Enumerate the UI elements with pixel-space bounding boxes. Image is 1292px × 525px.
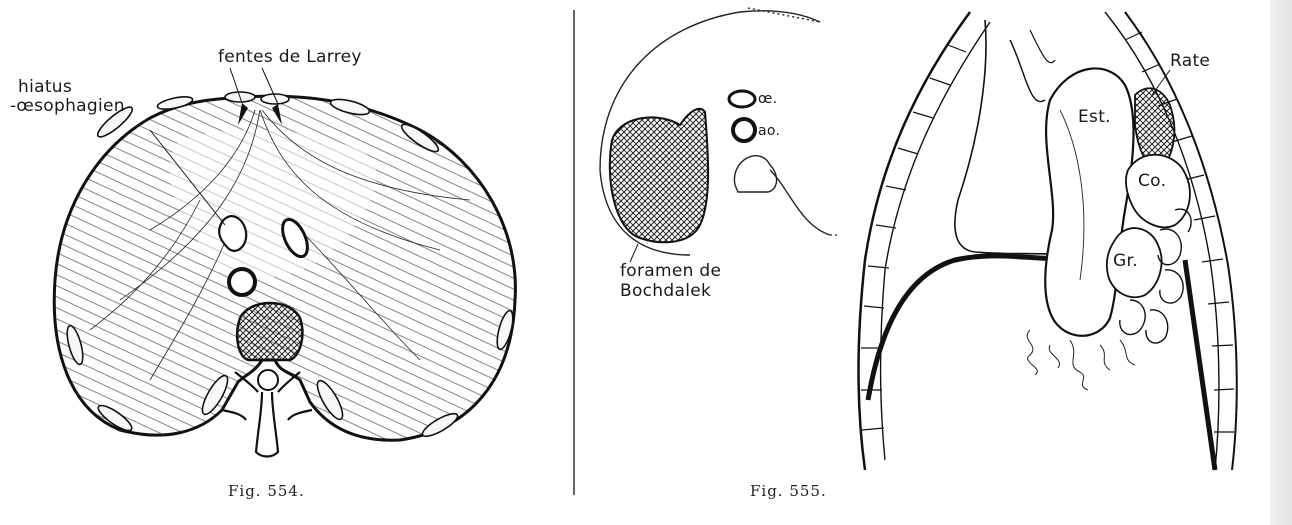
crus-line-555 [770,170,830,235]
label-oe: œ. [758,90,777,108]
diaphragm-dome-right [1185,260,1215,470]
label-fentes-de-larrey: fentes de Larrey [218,48,362,66]
foramen-bochdalek [610,109,708,242]
aorta-ring-555 [733,119,755,141]
label-est: Est. [1078,108,1111,126]
label-hiatus-line1: hiatus [18,78,72,96]
foramen-pointer [630,244,638,262]
aorta-ring [229,269,255,295]
caption-fig-555: Fig. 555. [750,482,827,500]
diaphragm-figure [54,68,516,457]
spinal-canal [258,370,278,390]
oesophagus-ring [729,91,755,107]
label-gr: Gr. [1113,252,1138,270]
label-foramen-line1: foramen de [620,262,721,280]
label-ao: ao. [758,122,780,140]
vertebral-body [237,303,302,360]
label-co: Co. [1138,172,1166,190]
bochdalek-figure [600,8,840,262]
page-edge-shadow [1270,0,1292,525]
label-foramen-line2: Bochdalek [620,282,711,300]
omentum-scribble [1027,330,1135,390]
left-rib-chain [859,12,990,470]
label-rate: Rate [1170,52,1210,70]
vertebra-555 [734,156,776,192]
caption-fig-554: Fig. 554. [228,482,305,500]
diaphragm-section-dotted [748,8,820,22]
rate-pointer [1152,70,1170,95]
label-hiatus-line2: -œsophagien [10,97,125,115]
thorax-figure [859,12,1237,470]
